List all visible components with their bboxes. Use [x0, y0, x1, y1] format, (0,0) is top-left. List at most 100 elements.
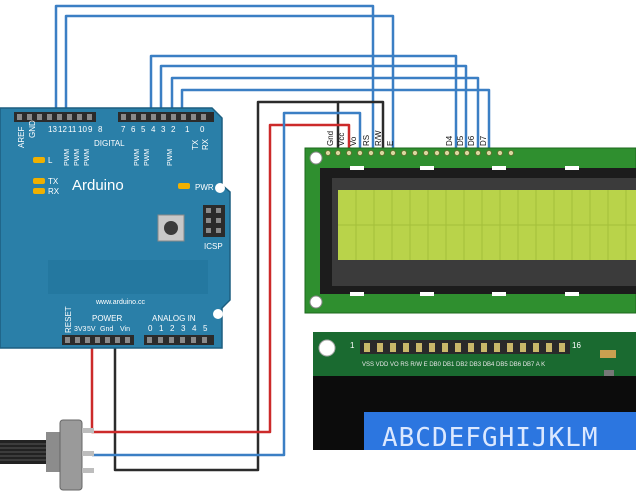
digital-header-left: [14, 112, 96, 122]
aref-label: AREF: [17, 127, 26, 148]
wire-gnd-to-lcd: [113, 100, 340, 472]
lcd-char-grid: [338, 190, 636, 260]
pwm-label: PWM: [84, 149, 91, 166]
lcd-pin-d4-label: D4: [445, 135, 454, 146]
power-pin-3v3-label: 3V3: [74, 326, 87, 333]
led-l-label: L: [48, 156, 53, 165]
analog-pin-3-label: 3: [181, 324, 186, 333]
pin-1-label: 1: [185, 125, 190, 134]
digital-label: DIGITAL: [94, 139, 125, 148]
power-pin-gnd-label: Gnd: [100, 326, 113, 333]
pin-10-label: 10: [78, 125, 87, 134]
lcd-photo-mounting-hole: [318, 339, 336, 357]
wire-pin4-to-d5: [159, 64, 468, 152]
lcd-pin-e-label: E: [386, 141, 395, 146]
analog-in-label: ANALOG IN: [152, 314, 196, 323]
power-pin-vin-label: Vin: [120, 326, 130, 333]
lcd-photo-pin-labels: VSS VDD VO RS R/W E DB0 DB1 DB2 DB3 DB4 …: [362, 362, 545, 368]
pwr-label: PWR: [195, 183, 214, 192]
wire-pin3-to-d6: [170, 76, 480, 152]
analog-pin-1-label: 1: [159, 324, 164, 333]
led-tx-label: TX: [48, 177, 59, 186]
analog-header: [144, 335, 214, 345]
lcd-pin-vo-label: Vo: [349, 136, 358, 146]
wires: [54, 4, 491, 472]
analog-pin-5-label: 5: [203, 324, 208, 333]
tx-pin-label: TX: [191, 139, 200, 150]
pin-4-label: 4: [151, 125, 156, 134]
reset-label: RESET: [64, 306, 73, 333]
lcd-photo: 1 16 VSS VDD VO RS R/W E DB0 DB1 DB2 DB3…: [313, 332, 636, 453]
potentiometer-lead: [82, 428, 94, 433]
lcd-photo-display-text: ABCDEFGHIJKLM: [382, 423, 599, 453]
lcd-pin-d7-label: D7: [479, 135, 488, 146]
pin-0-label: 0: [200, 125, 205, 134]
lcd-photo-pin-end: 16: [572, 341, 581, 350]
led-rx-label: RX: [48, 187, 60, 196]
wire-5v-to-vcc: [90, 123, 351, 434]
reset-button-cap: [164, 221, 178, 235]
lcd-photo-screen: [364, 412, 636, 450]
led-l: [33, 157, 45, 163]
lcd-pin-rw-label: R/W: [374, 130, 383, 146]
analog-pin-4-label: 4: [192, 324, 197, 333]
potentiometer-bushing: [46, 432, 60, 472]
website-label: www.arduino.cc: [95, 299, 146, 306]
potentiometer-knurl: [0, 443, 46, 461]
lcd-pin-d5-label: D5: [456, 135, 465, 146]
lcd-mounting-hole: [309, 151, 323, 165]
lcd-photo-resistor: [600, 350, 616, 358]
pwm-label: PWM: [144, 149, 151, 166]
lcd-bezel-tabs: [350, 166, 579, 296]
lcd-pin-d6-label: D6: [467, 135, 476, 146]
lcd-photo-component: [604, 370, 614, 376]
wire-gnd-to-rw: [338, 100, 385, 152]
lcd-pin-gnd-label: Gnd: [326, 131, 335, 146]
lcd-pin-vcc-label: Vcc: [337, 133, 346, 146]
led-tx: [33, 178, 45, 184]
led-pwr: [178, 183, 190, 189]
lcd-photo-header-pins: [364, 343, 565, 352]
pwm-label: PWM: [74, 149, 81, 166]
gnd-label: GND: [28, 120, 37, 138]
wire-pot-to-vo: [92, 111, 362, 457]
pin-5-label: 5: [141, 125, 146, 134]
pin-9-label: 9: [88, 125, 93, 134]
led-rx: [33, 188, 45, 194]
lcd-header-pins: [325, 150, 514, 156]
lcd-photo-header: [360, 340, 570, 354]
chip-area: [48, 260, 208, 294]
mounting-hole: [213, 309, 223, 319]
analog-pin-2-label: 2: [170, 324, 175, 333]
pwm-label: PWM: [167, 149, 174, 166]
potentiometer-body: [59, 419, 83, 491]
potentiometer-lead: [82, 451, 94, 456]
pwm-label: PWM: [64, 149, 71, 166]
lcd-module: Gnd Vcc Vo RS R/W E D4 D5 D6 D7: [304, 130, 636, 314]
wire-pin5-to-d4: [149, 54, 458, 152]
lcd-photo-pin-start: 1: [350, 341, 355, 350]
pin-13-label: 13: [48, 125, 57, 134]
power-label: POWER: [92, 314, 122, 323]
pin-8-label: 8: [98, 125, 103, 134]
wire-pin2-to-d7: [180, 88, 491, 152]
rx-pin-label: RX: [201, 138, 210, 150]
arduino-brand: Arduino: [72, 177, 124, 194]
icsp-label: ICSP: [204, 242, 223, 251]
pin-7-label: 7: [121, 125, 126, 134]
pin-3-label: 3: [161, 125, 166, 134]
lcd-pin-rs-label: RS: [362, 135, 371, 146]
power-pin-5v-label: 5V: [87, 326, 96, 333]
pwm-label: PWM: [134, 149, 141, 166]
potentiometer: [0, 419, 94, 491]
analog-pin-0-label: 0: [148, 324, 153, 333]
pin-12-label: 12: [58, 125, 67, 134]
mounting-hole: [215, 183, 225, 193]
lcd-mounting-hole: [309, 295, 323, 309]
potentiometer-lead: [82, 468, 94, 473]
wire-pin11-to-e: [64, 14, 395, 152]
pin-2-label: 2: [171, 125, 176, 134]
pin-11-label: 11: [68, 125, 77, 134]
pin-6-label: 6: [131, 125, 136, 134]
